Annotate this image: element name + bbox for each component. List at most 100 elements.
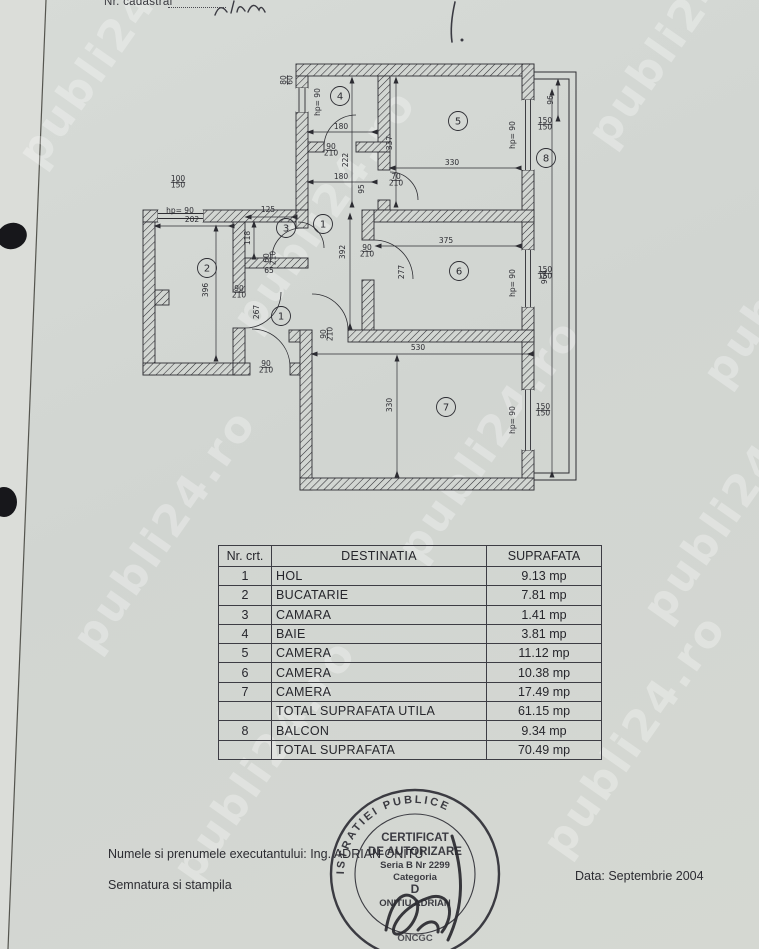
door-hall <box>297 221 325 249</box>
dim-label: hp= 90 <box>166 206 194 215</box>
table-cell: 3.81 mp <box>486 623 602 645</box>
stamp-line: Categoria <box>393 872 438 883</box>
room-number: 4 <box>337 91 343 102</box>
dim-label: 330 <box>445 158 460 167</box>
dim-label: 65 <box>264 266 274 275</box>
door-room7 <box>311 293 349 331</box>
table-cell <box>218 739 272 760</box>
dim-label: 90210 <box>319 327 335 342</box>
room-marker-circle <box>536 148 556 168</box>
table-header-cell: SUPRAFATA <box>486 545 602 567</box>
punch-holes <box>0 222 27 517</box>
table-cell: 5 <box>218 643 272 664</box>
dim-label: 8060 <box>279 75 295 85</box>
table-cell: HOL <box>271 565 487 587</box>
room-marker-circle <box>271 306 291 326</box>
table-cell: 7 <box>218 681 272 703</box>
table-cell: 1 <box>218 565 272 587</box>
watermark-text: publi24.ro <box>692 134 759 396</box>
table-header-cell: Nr. crt. <box>218 545 272 567</box>
date-label: Data: Septembrie 2004 <box>575 869 704 883</box>
door-kitchen <box>244 291 282 329</box>
table-cell: BUCATARIE <box>271 585 487 606</box>
table-cell: 3 <box>218 604 272 625</box>
dim-label: 330 <box>385 398 394 413</box>
table-cell <box>218 701 272 722</box>
watermark-text: publi24.ro <box>632 369 759 631</box>
signature-scribble <box>384 834 462 942</box>
table-cell: 4 <box>218 623 272 645</box>
table-cell: 7.81 mp <box>486 585 602 606</box>
room-marker-circle <box>276 218 296 238</box>
dim-label: 96 <box>546 95 555 105</box>
dim-label: 277 <box>397 265 406 280</box>
room-marker-circle <box>313 214 333 234</box>
cadastral-dotted-line <box>168 7 226 8</box>
room-number: 2 <box>204 263 210 274</box>
table-cell: CAMERA <box>271 662 487 683</box>
cadastral-number-label: Nr. cadastral <box>104 0 173 8</box>
windows <box>158 88 534 450</box>
room-marker-circle <box>448 111 468 131</box>
stamp-line: CERTIFICAT <box>381 832 449 844</box>
dim-label: 180 <box>334 172 349 181</box>
watermark-text: publi24.ro <box>577 0 759 156</box>
executant-name-line: Numele si prenumele executantului: Ing. … <box>108 847 424 861</box>
room-number: 1 <box>278 311 284 322</box>
dim-label: hp= 90 <box>508 121 517 149</box>
table-cell: 10.38 mp <box>486 662 602 683</box>
dim-label: 60210 <box>262 251 278 266</box>
stamp-line: ONCGC <box>397 933 433 944</box>
table-cell: 6 <box>218 662 272 683</box>
dim-label: 267 <box>252 305 261 320</box>
handwritten-cadastral-number <box>214 0 266 16</box>
table-cell: 8 <box>218 720 272 741</box>
dim-label: hp= 90 <box>508 406 517 434</box>
table-cell: 1.41 mp <box>486 604 602 625</box>
door-room6 <box>373 239 414 280</box>
room-number: 7 <box>443 402 449 413</box>
dim-label: 95 <box>357 184 366 194</box>
table-cell: 11.12 mp <box>486 643 602 664</box>
walls <box>142 63 535 491</box>
dim-label: 125 <box>261 205 276 214</box>
dim-label: 392 <box>338 245 347 260</box>
dim-label: 180 <box>334 122 349 131</box>
table-cell: CAMARA <box>271 604 487 625</box>
table-cell: 9.34 mp <box>486 720 602 741</box>
room-number: 5 <box>455 116 461 127</box>
room-number: 8 <box>543 153 549 164</box>
table-cell: 17.49 mp <box>486 681 602 703</box>
stray-pen-mark <box>450 1 464 43</box>
room-marker-circle <box>449 261 469 281</box>
dim-label: 337 <box>385 136 394 151</box>
room-marker-circle <box>436 397 456 417</box>
dimension-lines <box>153 76 561 478</box>
table-cell: BAIE <box>271 623 487 645</box>
door-camara <box>271 227 303 259</box>
table-cell: TOTAL SUPRAFATA <box>271 739 487 760</box>
dim-label: hp= 90 <box>313 88 322 116</box>
stamp-line: Seria B Nr 2299 <box>380 860 450 871</box>
table-cell: 70.49 mp <box>486 739 602 760</box>
